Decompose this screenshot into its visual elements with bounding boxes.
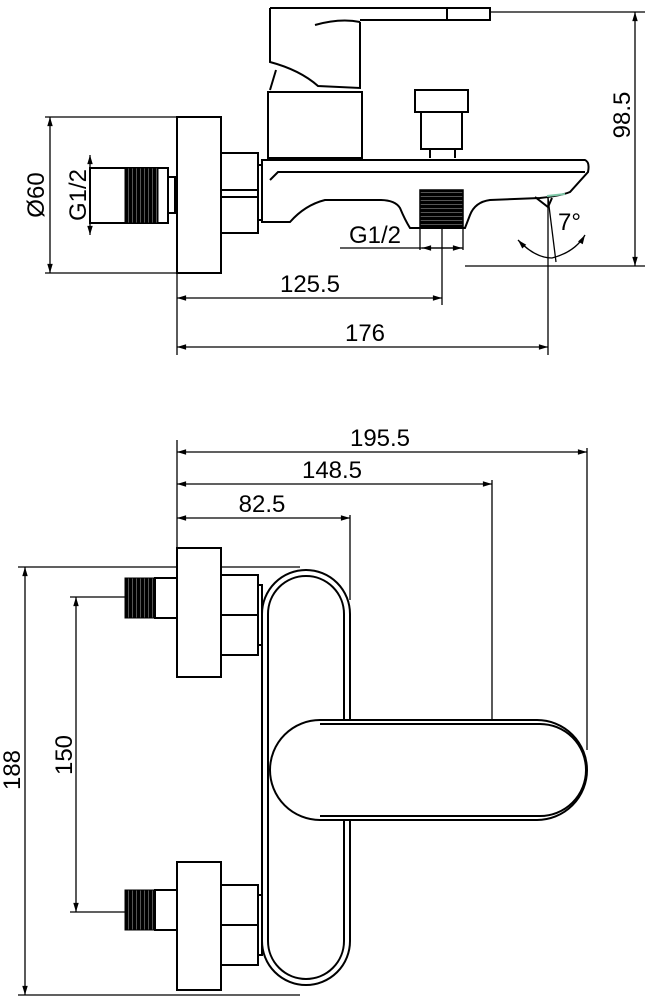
diverter-button (414, 89, 469, 158)
wall-flange (176, 116, 222, 274)
svg-text:98.5: 98.5 (609, 92, 636, 139)
lever-top (269, 719, 588, 821)
svg-text:Ø60: Ø60 (23, 172, 50, 217)
svg-text:150: 150 (51, 735, 78, 775)
cartridge-body (267, 91, 363, 159)
dim-height: 98.5 (465, 11, 645, 267)
eccentric-fitting (89, 167, 176, 224)
svg-text:G1/2: G1/2 (65, 169, 92, 221)
dim-depth: 125.5 176 (176, 228, 548, 355)
svg-text:195.5: 195.5 (350, 425, 410, 452)
dim-angle: 7° (517, 197, 586, 355)
svg-text:G1/2: G1/2 (349, 222, 401, 249)
spout (261, 159, 590, 229)
svg-text:148.5: 148.5 (302, 457, 362, 484)
svg-text:7°: 7° (558, 209, 581, 236)
dim-outlet-thread: G1/2 (340, 222, 464, 251)
svg-text:125.5: 125.5 (280, 271, 340, 298)
top-view-dims: 195.5 148.5 82.5 188 150 (0, 425, 588, 996)
connector-nut (220, 152, 263, 234)
svg-text:82.5: 82.5 (239, 491, 286, 518)
upper-connection (124, 547, 263, 678)
outlet-thread (419, 189, 464, 229)
lever-handle (269, 7, 491, 91)
svg-text:188: 188 (0, 750, 26, 790)
dim-flange-diameter: Ø60 G1/2 (23, 116, 177, 274)
side-view: Ø60 G1/2 98.5 7° G1/2 (23, 7, 645, 355)
top-view: 195.5 148.5 82.5 188 150 (0, 425, 588, 996)
lower-connection (124, 861, 263, 991)
svg-text:176: 176 (345, 320, 385, 347)
